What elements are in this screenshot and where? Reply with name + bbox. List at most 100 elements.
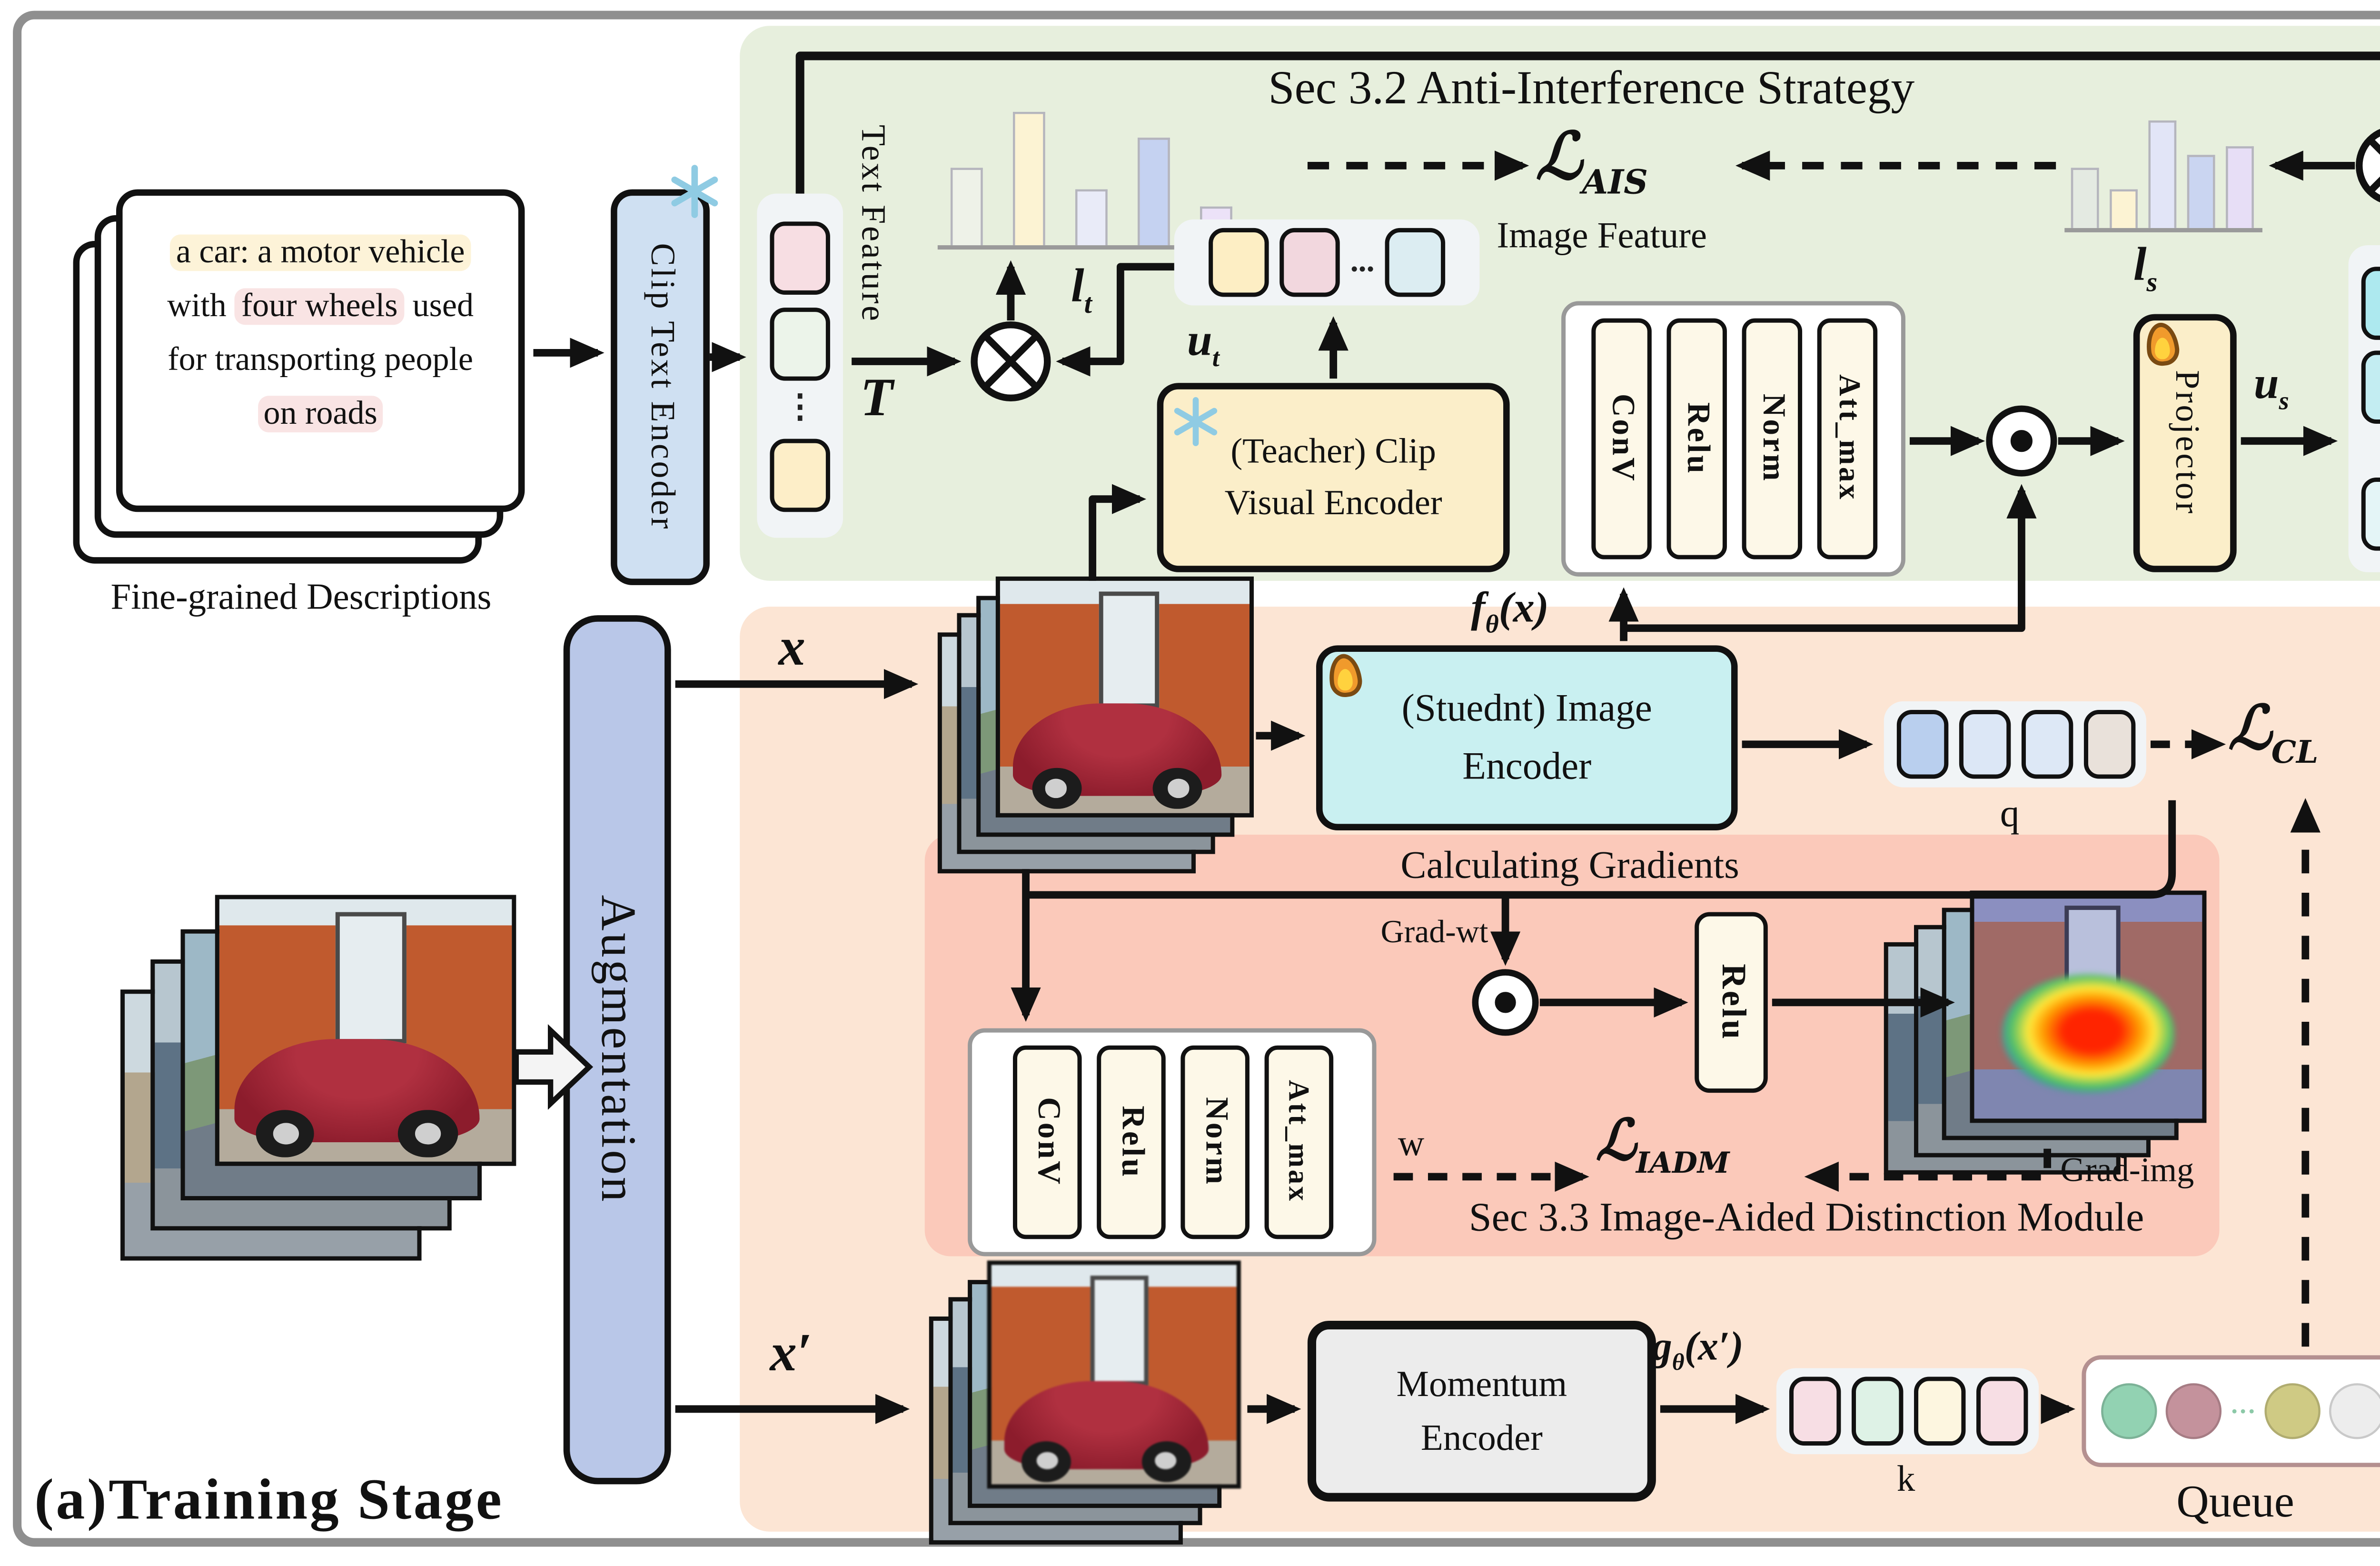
us-stack: ⋮ xyxy=(2348,245,2380,572)
iadm-conv-group: ConV Relu Norm Att_max xyxy=(968,1028,1377,1257)
hdots: ... xyxy=(1350,244,1375,279)
chart-bar xyxy=(1012,111,1045,246)
chart-bar xyxy=(2071,168,2099,228)
student-feature-token xyxy=(2361,477,2380,551)
queue-label: Queue xyxy=(2176,1476,2294,1527)
gradient-horizontal xyxy=(1026,800,2176,899)
iadm-caption: Sec 3.3 Image-Aided Distinction Module xyxy=(1468,1196,2144,1241)
augmentation-box: Augmentation xyxy=(563,615,671,1485)
image-token xyxy=(1385,228,1446,297)
k-label: k xyxy=(1896,1458,1915,1500)
chart-bar xyxy=(2226,146,2254,228)
momentum-encoder-box: Momentum Encoder xyxy=(1307,1321,1656,1502)
t-label: T xyxy=(860,370,893,429)
loss-cl: ℒCL xyxy=(2228,693,2319,771)
gradimg-to-iadm-dashed xyxy=(1804,1148,2052,1192)
feedback-line xyxy=(795,51,2380,194)
grad-cam-photo xyxy=(1970,890,2207,1123)
student-encoder-box: (Stuednt) Image Encoder xyxy=(1316,645,1738,830)
g-main: g xyxy=(1651,1325,1672,1370)
ut-row: ... xyxy=(1174,219,1480,306)
ftheta-branch xyxy=(1624,484,2037,632)
conv-cell: ConV xyxy=(1590,318,1651,559)
ls-label: ls xyxy=(2133,237,2158,300)
queue-item xyxy=(2165,1383,2222,1439)
k-token xyxy=(1975,1376,2027,1446)
k-token xyxy=(1850,1376,1903,1446)
g-arg: (x′) xyxy=(1684,1325,1744,1370)
hadamard2-icon xyxy=(1472,969,1539,1036)
chart-bar xyxy=(2187,155,2215,228)
wheel xyxy=(1031,767,1082,810)
student-line2: Encoder xyxy=(1462,744,1592,788)
ls-main: l xyxy=(2133,236,2147,290)
training-stage-title: (a)Training Stage xyxy=(34,1467,504,1532)
matmul-icon xyxy=(971,321,1051,402)
queue-item xyxy=(2329,1383,2380,1439)
descriptions-caption: Fine-grained Descriptions xyxy=(110,576,492,618)
teacher-line1: (Teacher) Clip xyxy=(1230,430,1436,471)
chart-bar xyxy=(2148,120,2177,228)
wheel xyxy=(256,1109,315,1158)
conv-cell: Relu xyxy=(1095,1045,1165,1239)
gtheta-label: gθ(x′) xyxy=(1652,1325,1744,1376)
xprime-image-stack xyxy=(929,1260,1248,1549)
loss-ais-sub: AIS xyxy=(1582,161,1648,202)
ut-main: u xyxy=(1187,314,1212,366)
queue-item xyxy=(2264,1383,2320,1439)
ls-sub: s xyxy=(2146,265,2158,298)
chart-bar xyxy=(1138,138,1170,246)
xprime-car-photo xyxy=(987,1260,1241,1489)
loss-iadm-main: ℒ xyxy=(1596,1110,1636,1175)
x-label: x xyxy=(778,619,805,678)
building-window xyxy=(1089,1276,1149,1386)
ut-to-matmul-arrow xyxy=(1056,263,1174,377)
ls-chart xyxy=(2064,103,2262,232)
building-window xyxy=(336,912,407,1044)
q-token xyxy=(2020,709,2073,779)
k-row xyxy=(1776,1368,2039,1455)
w-label: w xyxy=(1398,1123,1425,1164)
student-line1: (Stuednt) Image xyxy=(1401,686,1652,729)
momentum-line2: Encoder xyxy=(1420,1417,1543,1459)
lt-label: lt xyxy=(1071,258,1092,321)
x-car-photo xyxy=(995,576,1254,818)
us-sub: s xyxy=(2279,385,2289,416)
chart-bar xyxy=(2110,189,2138,228)
conv-cell: Att_max xyxy=(1263,1045,1332,1239)
grad-img-stack xyxy=(1884,890,2207,1175)
description-seg2-hl: four wheels xyxy=(235,288,405,325)
text-feature-stack: ⋮ xyxy=(757,193,843,538)
text-feature-label: Text Feature xyxy=(853,125,891,323)
wheel xyxy=(1141,1441,1191,1481)
loss-ais-main: ℒ xyxy=(1535,120,1582,196)
student-feature-token xyxy=(2361,350,2380,424)
x-image-stack xyxy=(937,576,1256,874)
q-token xyxy=(1895,709,1948,779)
description-card: a car: a motor vehicle with four wheels … xyxy=(116,189,525,512)
ut-label: ut xyxy=(1187,314,1220,375)
loss-ais: ℒAIS xyxy=(1536,120,1648,202)
clip-text-encoder-box: Clip Text Encoder xyxy=(611,189,710,585)
chart-bar xyxy=(950,168,983,246)
us-label: us xyxy=(2254,357,2289,418)
lt-sub: t xyxy=(1084,287,1092,319)
projector-fire-icon xyxy=(2146,323,2179,366)
clip-text-encoder-snowflake-icon xyxy=(671,165,718,218)
conv-cell: Norm xyxy=(1741,318,1801,559)
description-seg2-pre: with xyxy=(167,288,235,325)
k-token xyxy=(1788,1376,1840,1446)
hdots: ··· xyxy=(2230,1396,2256,1426)
anti-interference-title: Sec 3.2 Anti-Interference Strategy xyxy=(1268,60,1915,114)
description-seg4: on roads xyxy=(257,396,384,433)
f-main: f xyxy=(1471,585,1486,633)
text-token xyxy=(770,220,830,294)
text-token xyxy=(770,438,830,511)
loss-cl-main: ℒ xyxy=(2228,692,2271,764)
wheel xyxy=(1153,767,1203,810)
momentum-line1: Momentum xyxy=(1396,1363,1567,1404)
vdots: ⋮ xyxy=(783,390,816,425)
hadamard-icon xyxy=(1986,405,2057,477)
ut-sub: t xyxy=(1212,342,1220,373)
